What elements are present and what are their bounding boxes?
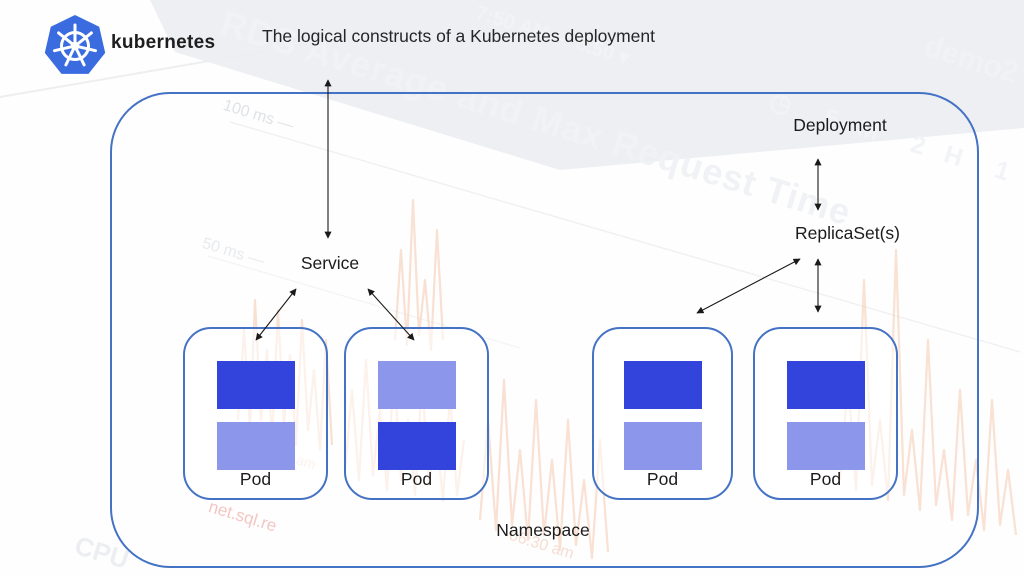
container-rect-top [623,361,702,409]
pod-label: Pod [239,469,272,489]
kubernetes-logo-icon [44,15,106,74]
kubernetes-wordmark: kubernetes [111,32,216,53]
container-rect-bottom [623,422,702,470]
page-title: The logical constructs of a Kubernetes d… [262,26,655,46]
pod-label: Pod [646,469,679,489]
pod-label: Pod [809,469,842,489]
